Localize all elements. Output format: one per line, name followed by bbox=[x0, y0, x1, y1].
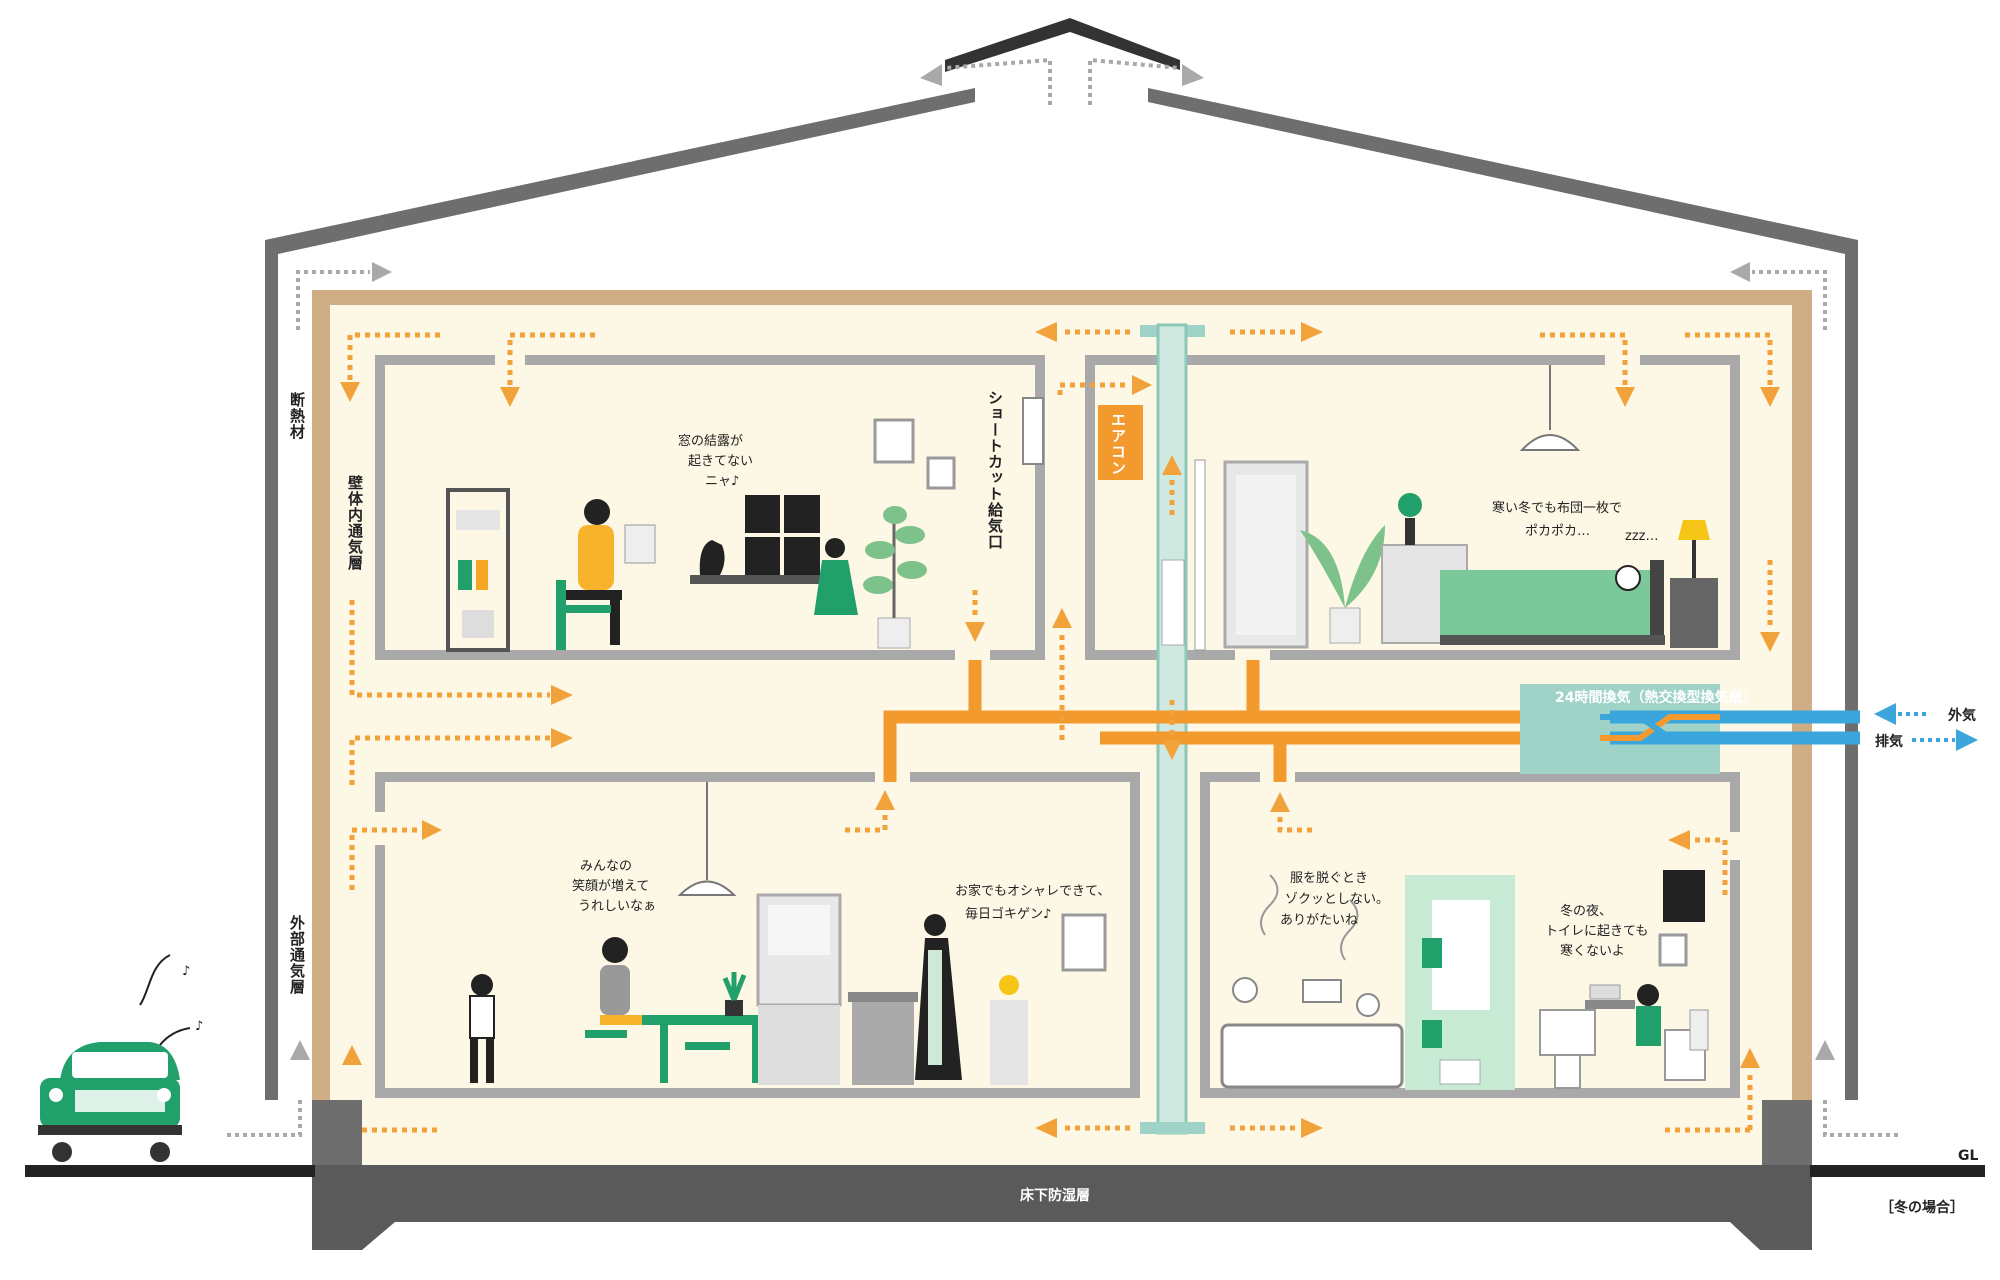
bath-speech-3: ありがたいね bbox=[1280, 913, 1358, 928]
exterior-air-layer-label: 外部通気層 bbox=[288, 915, 306, 995]
svg-text:♪: ♪ bbox=[195, 1019, 203, 1034]
toilet-speech-2: トイレに起きても bbox=[1545, 924, 1648, 939]
dining-speech-1: みんなの bbox=[580, 859, 632, 874]
ventilation-label: 24時間換気（熱交換型換気扇） bbox=[1555, 689, 1756, 706]
cat-speech-2: 起きてない bbox=[688, 454, 753, 469]
ventilation-unit bbox=[1520, 684, 1720, 774]
air-flow-arrows bbox=[340, 322, 1780, 1138]
outside-air-label: 外気 bbox=[1948, 707, 1976, 724]
aircon-label: エアコン bbox=[1109, 412, 1127, 476]
shortcut-inlet-label: ショートカット給気口 bbox=[986, 390, 1004, 550]
cat-speech-1: 窓の結露が bbox=[678, 433, 743, 449]
kitchen-speech-2: 毎日ゴキゲン♪ bbox=[965, 906, 1051, 922]
roof-vent-flow bbox=[225, 57, 1900, 1137]
bed-speech-1: 寒い冬でも布団一枚で bbox=[1492, 500, 1622, 516]
bath-speech-2: ゾクッとしない。 bbox=[1285, 892, 1389, 907]
insulation-label: 断熱材 bbox=[288, 392, 306, 440]
toilet-speech-3: 寒くないよ bbox=[1560, 943, 1625, 959]
dining-room bbox=[469, 782, 1107, 1085]
roof bbox=[265, 18, 1858, 1100]
season-label: ［冬の場合］ bbox=[1880, 1199, 1964, 1216]
dining-speech-3: うれしいなぁ bbox=[578, 899, 656, 914]
inner-walls bbox=[375, 355, 1740, 1098]
cat-speech-3: ニャ♪ bbox=[705, 474, 739, 489]
central-column bbox=[1140, 323, 1205, 1135]
foundation bbox=[25, 1100, 1985, 1250]
study-room bbox=[446, 397, 1044, 652]
svg-text:♪: ♪ bbox=[182, 964, 190, 979]
wall-air-layer-label: 壁体内通気層 bbox=[346, 475, 364, 571]
gl-label: GL bbox=[1958, 1148, 1978, 1164]
exhaust-label: 排気 bbox=[1875, 733, 1903, 750]
outside-air-arrows bbox=[1874, 703, 1978, 751]
toilet-speech-1: 冬の夜、 bbox=[1560, 903, 1612, 919]
underfloor-label: 床下防湿層 bbox=[1020, 1187, 1090, 1204]
bath-speech-1: 服を脱ぐとき bbox=[1290, 871, 1368, 886]
dining-speech-2: 笑顔が増えて bbox=[572, 878, 649, 894]
speech-texts: 窓の結露が 起きてない ニャ♪ 寒い冬でも布団一枚で ポカポカ… zzz… みん… bbox=[572, 433, 1658, 959]
bedroom bbox=[1098, 365, 1718, 651]
sleep-text: zzz… bbox=[1625, 529, 1658, 544]
car-illustration: ♪ ♪ bbox=[38, 954, 203, 1162]
bed-speech-2: ポカポカ… bbox=[1525, 524, 1590, 539]
ventilation-ducts bbox=[883, 660, 1860, 782]
kitchen-speech-1: お家でもオシャレできて、 bbox=[955, 883, 1110, 899]
bathroom bbox=[1220, 870, 1709, 1090]
